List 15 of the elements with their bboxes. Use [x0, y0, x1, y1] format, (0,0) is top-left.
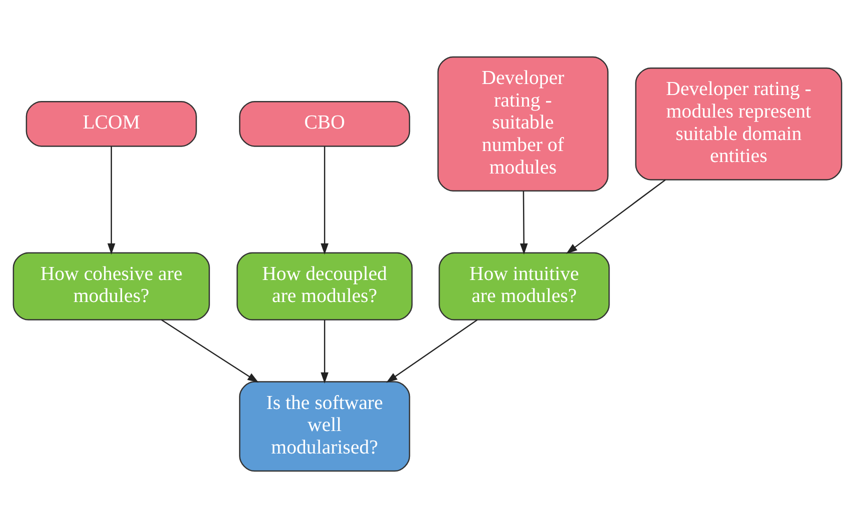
node-box: Developer rating - modules represent suitable domain entities: [635, 67, 842, 180]
arrow: [520, 190, 528, 254]
node-box: Is the software well modularised?: [239, 380, 410, 472]
arrow: [386, 318, 478, 382]
node-box: CBO: [239, 100, 410, 146]
node-box: How decoupled are modules?: [236, 252, 413, 320]
arrow: [566, 178, 666, 254]
arrow: [320, 319, 328, 383]
arrow: [107, 146, 116, 254]
node-box: How cohesive are modules?: [12, 252, 210, 320]
arrow: [161, 318, 259, 382]
arrow: [320, 146, 328, 254]
node-box: Developer rating - suitable number of modules: [437, 56, 608, 191]
node-box: How intuitive are modules?: [438, 252, 610, 320]
node-box: LCOM: [26, 100, 197, 146]
